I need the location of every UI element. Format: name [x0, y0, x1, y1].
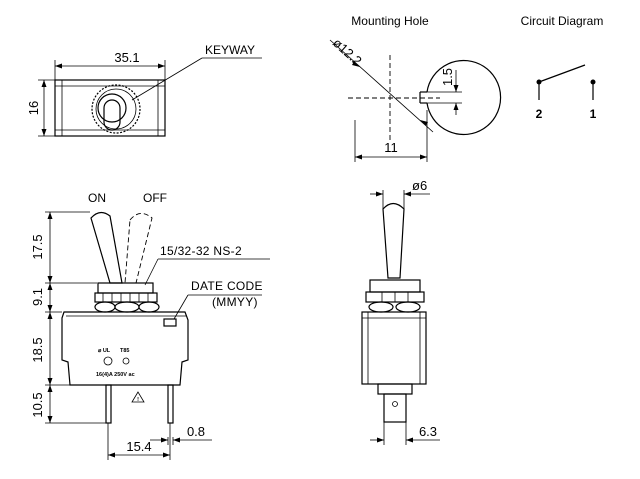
end-view: ø6 6.3 — [361, 178, 440, 445]
dim-35-arrow-left — [55, 63, 62, 69]
dim-1_5-arrow-top — [453, 85, 459, 92]
keyway-leader — [131, 57, 203, 101]
top-lever-base — [97, 93, 127, 123]
cert-mark-circle-1 — [103, 356, 113, 366]
dim-arrow-bushing-bottom — [47, 305, 53, 312]
circuit-diagram-title: Circuit Diagram — [521, 14, 604, 28]
terminal-left — [105, 384, 112, 424]
washer-center — [114, 301, 140, 313]
dim-10_5-text: 10.5 — [30, 392, 45, 417]
top-lever-tip — [103, 99, 121, 131]
circuit-terminal-2-label: 2 — [536, 107, 543, 121]
dim-6_3-arrow-left — [377, 437, 384, 443]
dim-35-text: 35.1 — [114, 50, 139, 65]
dim-6_3-arrow-right — [406, 437, 413, 443]
date-code-format: (MMYY) — [212, 295, 258, 309]
hole-diameter-leader — [329, 39, 434, 133]
washer-right — [138, 301, 160, 313]
dim-arrow-lever-top — [47, 212, 53, 219]
washer-left — [94, 301, 116, 313]
dim-16-arrow-bottom — [41, 129, 47, 136]
dim-15_4-text: 15.4 — [126, 439, 151, 454]
side-view: ON OFF ⌀ UL T85 16(4)A 250V ac ! — [30, 191, 270, 460]
dim-11-arrow-right — [420, 154, 427, 160]
dim-phi6-text: ø6 — [412, 178, 427, 193]
dim-6_3-text: 6.3 — [419, 424, 437, 439]
on-label: ON — [88, 191, 106, 205]
off-label: OFF — [143, 191, 167, 205]
end-washer-right — [395, 301, 421, 313]
dim-1_5-arrow-bottom — [453, 103, 459, 110]
mounting-hole-outline — [426, 59, 502, 136]
dim-0_8-arrow-left — [161, 437, 168, 443]
rating-text: 16(4)A 250V ac — [96, 372, 135, 378]
warning-mark: ! — [137, 397, 139, 403]
end-washer-left — [368, 301, 394, 313]
dim-9_1-text: 9.1 — [30, 288, 45, 306]
warning-triangle-icon — [131, 391, 145, 403]
dim-arrow-body-top — [47, 312, 53, 319]
circuit-switch-arm — [538, 64, 586, 83]
cert-mark: ⌀ UL — [98, 348, 111, 354]
switch-body — [61, 311, 189, 386]
dim-arrow-terminal-bottom — [47, 416, 53, 423]
dim-17_5-text: 17.5 — [30, 234, 45, 259]
hole-diameter-arrow-top — [352, 61, 360, 67]
dim-35-arrow-right — [158, 63, 165, 69]
mounting-hole-view: Mounting Hole ø12.2 1.5 11 — [329, 14, 502, 162]
end-terminal-hole — [392, 401, 398, 407]
date-code-leader — [173, 294, 189, 320]
thread-leader — [144, 258, 159, 286]
end-terminal-tab — [383, 393, 407, 423]
hole-diameter-arrow-bottom — [420, 120, 428, 126]
top-view: 35.1 16 KEYWAY — [26, 43, 262, 137]
date-code-label: DATE CODE — [191, 279, 263, 293]
end-lever — [382, 202, 405, 279]
dim-arrow-bushing-top — [47, 283, 53, 290]
hole-diameter-text: ø12.2 — [330, 35, 365, 68]
dim-1_5-text: 1.5 — [440, 68, 455, 86]
date-code-marker — [163, 318, 177, 327]
cert-mark-circle-2 — [122, 357, 130, 365]
top-body-outline — [54, 79, 166, 137]
lever-off-position — [124, 213, 153, 284]
dim-0_8-arrow-right — [173, 437, 180, 443]
dim-18_5-text: 18.5 — [30, 337, 45, 362]
mounting-hole-title: Mounting Hole — [351, 14, 429, 28]
circuit-terminal-1-label: 1 — [590, 107, 597, 121]
dim-arrow-body-bottom — [47, 378, 53, 385]
dim-arrow-lever-bottom — [47, 276, 53, 283]
bushing-top — [97, 282, 154, 294]
end-bushing — [369, 279, 421, 293]
keyway-label: KEYWAY — [205, 43, 255, 57]
thread-label: 15/32-32 NS-2 — [160, 244, 242, 258]
dim-11-text: 11 — [384, 140, 398, 155]
terminal-right — [167, 384, 174, 424]
dim-15_4-arrow-left — [108, 452, 115, 458]
end-terminal-base — [377, 383, 413, 395]
dim-15_4-arrow-right — [163, 452, 170, 458]
dim-11-arrow-left — [355, 154, 362, 160]
dim-16-text: 16 — [26, 101, 41, 115]
top-knurled-nut — [91, 84, 141, 134]
circuit-diagram: Circuit Diagram 2 1 — [521, 14, 604, 121]
dim-arrow-terminal-top — [47, 385, 53, 392]
dim-0_8-text: 0.8 — [187, 424, 205, 439]
end-body — [361, 311, 427, 385]
dim-phi6-arrow-left — [376, 191, 383, 197]
dim-phi6-arrow-right — [404, 191, 411, 197]
dim-16-arrow-top — [41, 80, 47, 87]
cert-text: T85 — [120, 348, 129, 354]
lever-on-position — [90, 211, 123, 284]
